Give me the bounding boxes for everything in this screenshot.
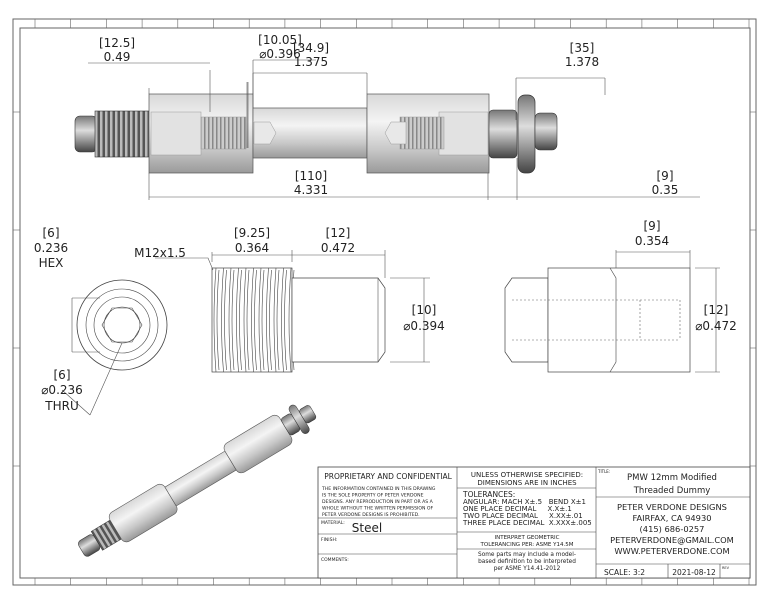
thread-callout: M12x1.5 <box>134 246 186 260</box>
thread-crest <box>251 267 257 373</box>
nut-dia-inch: ⌀0.472 <box>695 319 737 333</box>
title-label: TITLE: <box>597 469 610 474</box>
plain-len-metric: [12] <box>326 226 351 240</box>
interpret-line: INTERPRET GEOMETRIC <box>494 535 559 541</box>
proprietary-line: WHOLE WITHOUT THE WRITTEN PERMISSION OF <box>322 506 433 512</box>
dim-metric: [34.9] <box>293 41 329 55</box>
dim-metric: [9] <box>657 169 674 183</box>
dim-metric: [10.05] <box>258 33 302 47</box>
tolerance-line: ANGULAR: MACH X±.5 BEND X±1 <box>463 498 586 506</box>
company-line: WWW.PETERVERDONE.COM <box>614 546 729 556</box>
tolerance-line: TWO PLACE DECIMAL X.XX±.01 <box>462 512 583 520</box>
proprietary-line: IS THE SOLE PROPERTY OF PETER VERDONE <box>322 493 424 499</box>
thread-crest <box>281 267 287 373</box>
dia-metric: [10] <box>412 303 437 317</box>
thread-len-metric: [9.25] <box>234 226 270 240</box>
dim-inch: 0.35 <box>652 183 679 197</box>
thru-note: THRU <box>44 399 78 413</box>
unless-line: DIMENSIONS ARE IN INCHES <box>477 479 577 487</box>
model-note-line: based definition to be interpreted <box>478 559 576 565</box>
company-line: PETER VERDONE DESIGNS <box>617 502 727 512</box>
dim-inch: 4.331 <box>294 183 328 197</box>
dim-inch: 1.378 <box>565 55 599 69</box>
plain-len-inch: 0.472 <box>321 241 355 255</box>
end-view: [6] 0.236 HEX [6] ⌀0.236 THRU <box>34 226 168 416</box>
company-line: FAIRFAX, CA 94930 <box>632 513 711 523</box>
thru-inch: ⌀0.236 <box>41 383 83 397</box>
isometric-view <box>78 404 317 557</box>
dim-metric: [110] <box>295 169 327 183</box>
thread-crest <box>221 267 227 373</box>
thread-len-inch: 0.364 <box>235 241 269 255</box>
thread-crest <box>243 267 250 373</box>
zone-ticks <box>13 19 756 585</box>
thread-view: M12x1.5 [9.25] 0.364 [12] 0.472 [10] ⌀0.… <box>134 226 445 373</box>
dia-inch: ⌀0.394 <box>403 319 445 333</box>
comments-label: COMMENTS: <box>321 557 349 563</box>
thread-crest <box>273 267 280 373</box>
model-note-line: per ASME Y14.41-2012 <box>494 566 561 572</box>
finish-label: FINISH: <box>321 537 337 543</box>
main-view-dimensions: [12.5] 0.49 [10.05] ⌀0.396 [34.9] 1.375 … <box>99 33 678 197</box>
interpret-line: TOLERANCING PER: ASME Y14.5M <box>480 542 574 548</box>
proprietary-line: THE INFORMATION CONTAINED IN THIS DRAWIN… <box>321 486 436 492</box>
dim-metric: [12.5] <box>99 36 135 50</box>
hex-inch: 0.236 <box>34 241 68 255</box>
title-block: PROPRIETARY AND CONFIDENTIAL THE INFORMA… <box>317 466 751 579</box>
proprietary-line: DESIGNS. ANY REPRODUCTION IN PART OR AS … <box>322 499 434 505</box>
thread-crest <box>266 267 272 373</box>
company-line: (415) 686-0257 <box>640 524 705 534</box>
dim-inch: ⌀0.396 <box>259 47 301 61</box>
thread-crest <box>213 267 220 373</box>
proprietary-heading: PROPRIETARY AND CONFIDENTIAL <box>324 472 452 481</box>
tolerance-line: THREE PLACE DECIMAL X.XXX±.005 <box>462 519 592 527</box>
nut-dia-metric: [12] <box>704 303 729 317</box>
tolerance-line: ONE PLACE DECIMAL X.X±.1 <box>463 505 572 513</box>
hex-note: HEX <box>39 256 64 270</box>
date-value: 2021-08-12 <box>672 568 716 577</box>
nut-len-inch: 0.354 <box>635 234 669 248</box>
hex-metric: [6] <box>43 226 60 240</box>
scale-value: SCALE: 3:2 <box>604 568 645 577</box>
company-line: PETERVERDONE@GMAIL.COM <box>610 535 734 545</box>
nut-view: [9] 0.354 [12] ⌀0.472 <box>504 219 737 373</box>
rev-label: REV <box>722 566 730 570</box>
thread-crest <box>228 267 235 373</box>
thread-crest <box>236 267 242 373</box>
model-note-line: Some parts may include a model- <box>478 552 576 558</box>
nut-len-metric: [9] <box>644 219 661 233</box>
dim-metric: [35] <box>570 41 595 55</box>
tolerance-line: TOLERANCES: <box>462 490 515 499</box>
thread-crest <box>258 267 265 373</box>
proprietary-line: PETER VERDONE DESIGNS IS PROHIBITED. <box>322 512 420 518</box>
material-label: MATERIAL: <box>321 520 345 526</box>
unless-line: UNLESS OTHERWISE SPECIFIED: <box>471 471 583 479</box>
drawing-title: PMW 12mm Modified <box>627 473 717 483</box>
thru-metric: [6] <box>54 368 71 382</box>
dim-inch: 0.49 <box>104 50 131 64</box>
dim-inch: 1.375 <box>294 55 328 69</box>
main-view <box>74 59 700 200</box>
material-value: Steel <box>352 521 382 535</box>
drawing-title: Threaded Dummy <box>633 486 711 496</box>
